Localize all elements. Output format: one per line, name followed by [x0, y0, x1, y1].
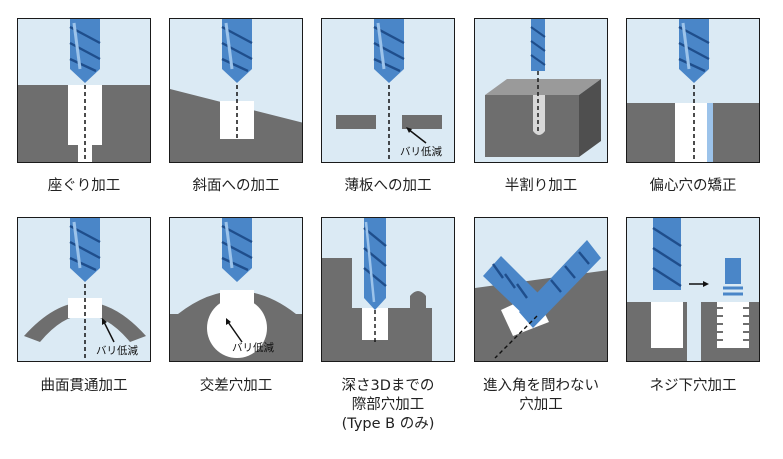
panel-edge-hole [321, 217, 455, 362]
end-mill-icon [221, 19, 253, 83]
caption-half-cut: 半割り加工 [504, 178, 578, 194]
hole-through [78, 145, 92, 162]
workpiece-right [402, 115, 442, 129]
panel-cross-hole: バリ低減 [169, 217, 303, 362]
hole [220, 290, 254, 328]
burr-arrow [407, 128, 427, 144]
half-hole [533, 95, 545, 135]
end-mill-icon [69, 19, 101, 83]
workpiece-right [713, 103, 759, 162]
panel-counterbore [17, 18, 151, 163]
panel-tap-hole [626, 217, 760, 362]
caption-inclined-surface: 斜面への加工 [192, 178, 280, 194]
curved-workpiece [24, 302, 146, 342]
caption-curved-surface: 曲面貫通加工 [40, 378, 128, 394]
block-side [579, 79, 601, 157]
end-mill-icon [221, 218, 253, 282]
end-mill-icon [530, 19, 546, 71]
caption-any-angle: 進入角を問わない 穴加工 [483, 378, 599, 413]
end-mill-icon [652, 218, 682, 290]
thread-marks [717, 307, 749, 341]
burr-arrow [103, 321, 115, 343]
burr-reduction-label: バリ低減 [232, 342, 274, 354]
end-mill-right-icon [519, 240, 601, 328]
offset-hole [675, 103, 713, 162]
panel-curved-surface: バリ低減 [17, 217, 151, 362]
panel-eccentric-hole [626, 18, 760, 163]
caption-thin-plate: 薄板への加工 [344, 178, 432, 194]
end-mill-icon [678, 19, 710, 83]
block-top [485, 79, 601, 95]
center-line [494, 315, 538, 359]
burr-reduction-label: バリ低減 [96, 345, 138, 357]
caption-cross-hole: 交差穴加工 [199, 378, 273, 394]
caption-tap-hole: ネジ下穴加工 [649, 378, 737, 394]
end-mill-icon [373, 19, 405, 83]
pilot-hole [651, 302, 683, 348]
end-mill-icon [69, 218, 101, 282]
workpiece-left [336, 115, 376, 129]
caption-edge-hole: 深さ3Dまでの 際部穴加工 (Type B のみ) [341, 378, 435, 432]
burr-arrow [227, 321, 243, 343]
burr-reduction-label: バリ低減 [400, 146, 442, 158]
panel-half-cut [474, 18, 608, 163]
panel-inclined-surface [169, 18, 303, 163]
tap-icon [723, 258, 743, 296]
end-mill-icon [363, 218, 387, 310]
panel-thin-plate: バリ低減 [321, 18, 455, 163]
offset-strip [707, 103, 713, 162]
panel-any-angle [474, 217, 608, 362]
caption-counterbore: 座ぐり加工 [47, 178, 121, 194]
caption-eccentric-hole: 偏心穴の矯正 [649, 178, 737, 194]
workpiece-left [627, 103, 675, 162]
block-front [485, 95, 579, 157]
